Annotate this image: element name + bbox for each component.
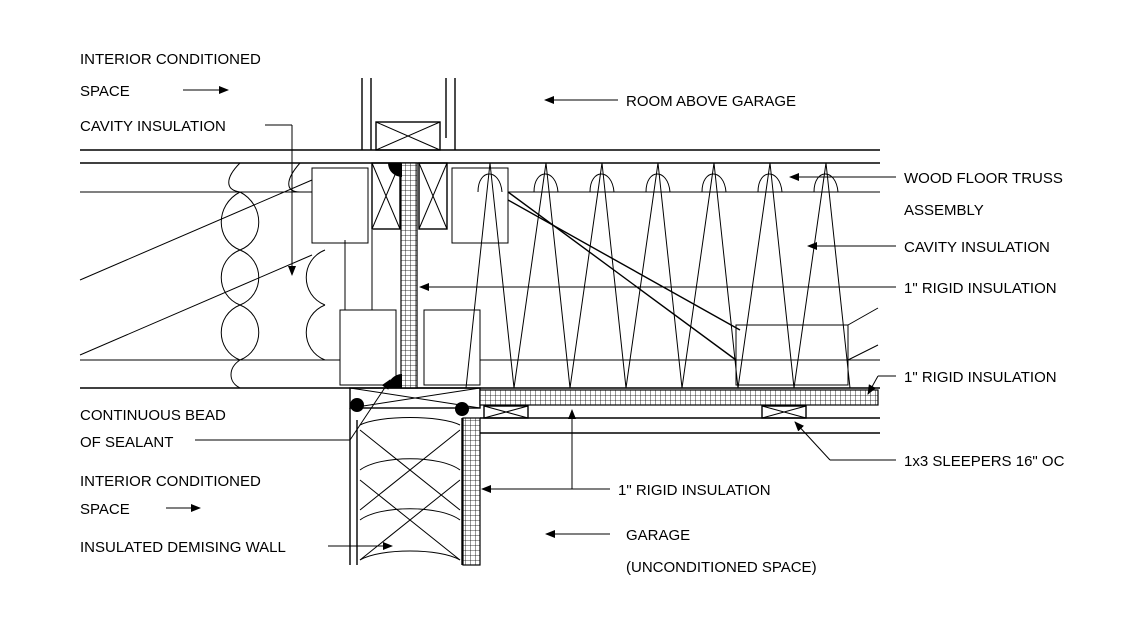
label-sealant-2: OF SEALANT — [80, 434, 173, 451]
label-sleepers: 1x3 SLEEPERS 16" OC — [904, 453, 1065, 470]
truss-right — [418, 162, 879, 386]
label-interior-top-2: SPACE — [80, 83, 130, 100]
label-cavity-right: CAVITY INSULATION — [904, 239, 1050, 256]
label-interior-bot-2: SPACE — [80, 501, 130, 518]
bottom-plate — [349, 387, 481, 409]
label-truss-1: WOOD FLOOR TRUSS — [904, 170, 1063, 187]
label-demising: INSULATED DEMISING WALL — [80, 539, 286, 556]
label-rigid-2: 1" RIGID INSULATION — [904, 369, 1057, 386]
label-rigid-1: 1" RIGID INSULATION — [904, 280, 1057, 297]
sleepers — [480, 405, 880, 434]
rigid-insulation-horizontal — [479, 389, 879, 406]
label-interior-bot-1: INTERIOR CONDITIONED — [80, 473, 261, 490]
label-sealant-1: CONTINUOUS BEAD — [80, 407, 226, 424]
cavity-insulation-left — [79, 162, 373, 389]
label-garage-1: GARAGE — [626, 527, 690, 544]
demising-wall — [349, 408, 481, 566]
label-garage-2: (UNCONDITIONED SPACE) — [626, 559, 817, 576]
upper-wall — [361, 78, 456, 151]
cavity-insulation-right — [465, 162, 851, 389]
label-interior-top-1: INTERIOR CONDITIONED — [80, 51, 261, 68]
rigid-insulation-vertical — [400, 162, 418, 389]
label-rigid-3: 1" RIGID INSULATION — [618, 482, 771, 499]
label-truss-2: ASSEMBLY — [904, 202, 984, 219]
label-room-above: ROOM ABOVE GARAGE — [626, 93, 796, 110]
label-cavity-left: CAVITY INSULATION — [80, 118, 226, 135]
truss-left — [311, 162, 401, 386]
leader-lines — [166, 86, 896, 550]
